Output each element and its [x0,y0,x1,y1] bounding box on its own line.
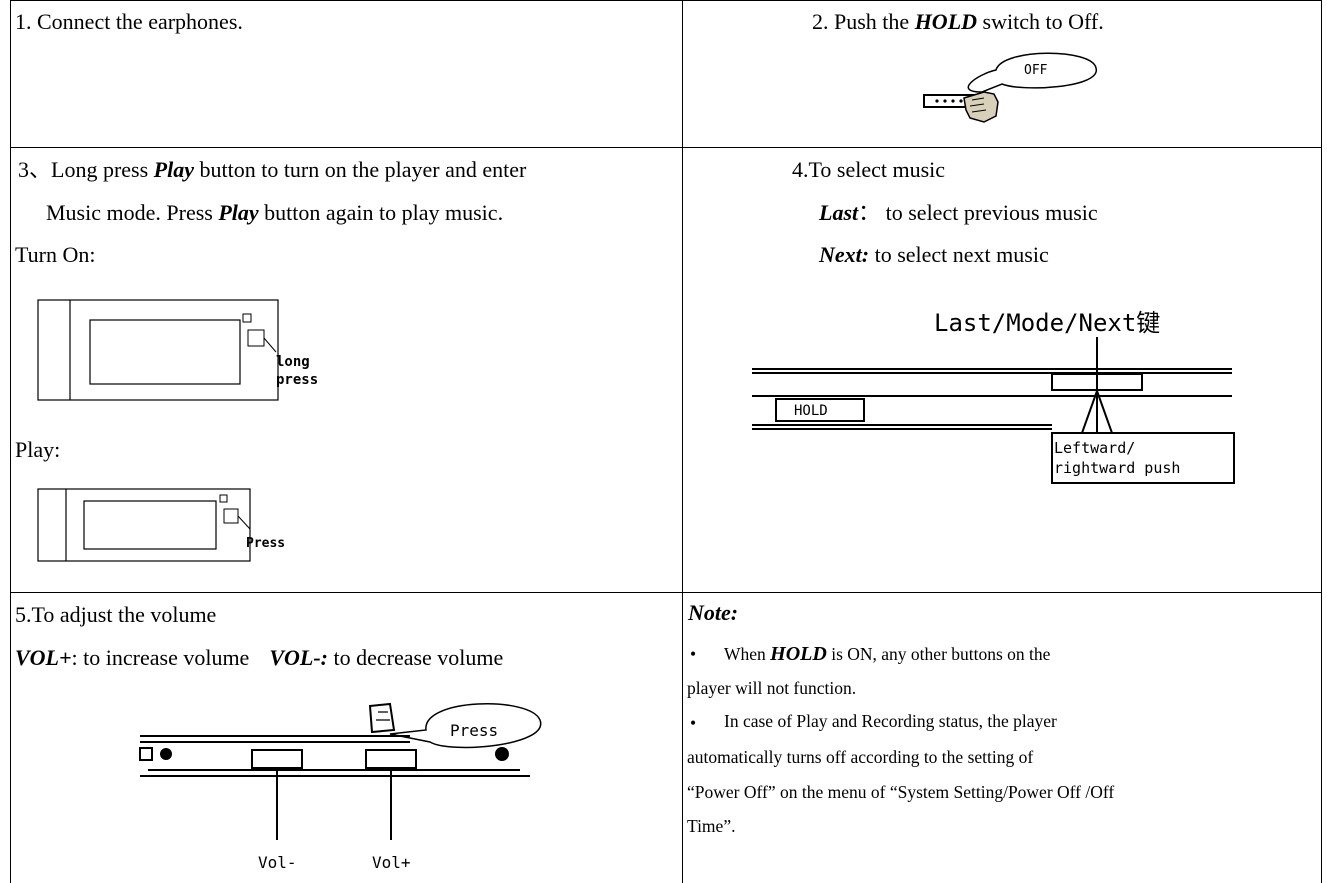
step-3-line-1: 3、Long press Play button to turn on the … [18,159,526,181]
last-desc: ： to select previous music [858,200,1098,225]
push-label-1: Leftward/ [1054,439,1135,457]
table-border-left [10,0,11,883]
last-mode-next-illustration: Last/Mode/Next键 HOLD Leftward/ rightward… [752,309,1235,484]
step-3-line-1-pre: 3、Long press [18,157,154,182]
long-press-label-1: long [276,354,310,370]
last-line: Last： to select previous music [819,202,1098,224]
bullet-1-post: is ON, any other buttons on the [826,644,1051,664]
vol-minus-button-icon [251,749,303,769]
table-row-divider-2 [10,592,1322,593]
cell-hold-switch: 2. Push the HOLD switch to Off. OFF [682,0,1322,147]
screen-icon [83,500,217,550]
table-column-divider [682,0,683,883]
volume-press-label: Press [450,721,498,740]
step-2-pre: 2. Push the [812,9,915,34]
bullet-1-hold: HOLD [770,643,827,665]
cell-note: Note: • When HOLD is ON, any other butto… [682,592,1322,883]
hand-icon [963,91,999,123]
play-label: Play: [15,437,61,462]
bullet-2-line-4: Time”. [687,816,736,836]
screen-icon [89,319,241,385]
table-border-top [10,0,1322,1]
press-label: Press [246,536,285,551]
last-keyword: Last [819,200,859,225]
volume-line: VOL+: to increase volume VOL-: to decreas… [15,647,503,669]
step-3-line-2-pre: Music mode. Press [46,200,219,225]
hold-switch-illustration: OFF [923,52,1097,123]
bullet-1-pre: When [724,644,771,664]
push-label-2: rightward push [1054,459,1180,477]
instruction-table: 1. Connect the earphones. 2. Push the HO… [10,0,1322,883]
volume-buttons-illustration: Press Vol- Vol+ [139,702,542,872]
bullet-2-line-1: In case of Play and Recording status, th… [724,711,1057,731]
vol-minus-desc: to decrease volume [327,645,504,670]
table-row-divider-1 [10,147,1322,148]
step-2-post: switch to Off. [977,9,1104,34]
step-3-line-2: Music mode. Press Play button again to p… [46,202,503,224]
player-play-illustration: Press [37,488,285,562]
long-press-label-2: press [276,372,318,388]
bullet-2-marker: • [690,713,697,733]
cell-connect-earphones: 1. Connect the earphones. [10,0,682,147]
step-2-text: 2. Push the HOLD switch to Off. [812,11,1104,33]
next-line: Next: to select next music [819,244,1049,266]
step-4-title: 4.To select music [792,157,946,182]
bullet-1-line-1: When HOLD is ON, any other buttons on th… [724,644,1050,664]
hand-icon [368,702,396,734]
off-bubble-text: OFF [1024,63,1048,78]
note-title: Note: [688,600,739,625]
hold-switch-icon [775,398,865,422]
vol-minus-label: Vol- [258,853,297,872]
vol-plus-keyword: VOL+ [15,645,72,670]
speech-bubble [967,52,1097,93]
cell-turn-on-play: 3、Long press Play button to turn on the … [10,147,682,592]
push-callout [1051,432,1235,484]
step-1-text: 1. Connect the earphones. [15,9,243,34]
bullet-1-marker: • [690,644,697,664]
step-3-line-1-post: button to turn on the player and enter [193,157,527,182]
bullet-1-line-2: player will not function. [687,678,857,698]
turn-on-label: Turn On: [15,242,96,267]
bullet-2-line-3: “Power Off” on the menu of “System Setti… [687,782,1115,802]
vol-plus-button-icon [365,749,417,769]
play-button-icon [223,508,239,524]
step-3-line-2-post: button again to play music. [258,200,504,225]
hold-keyword: HOLD [914,9,978,34]
next-keyword: Next: [819,242,870,267]
speech-bubble [389,703,542,749]
step-5-title: 5.To adjust the volume [15,602,217,627]
hold-label: HOLD [794,403,828,419]
table-border-right [1321,0,1322,883]
cell-select-music: 4.To select music Last： to select previo… [682,147,1322,592]
play-button-icon [247,329,265,347]
bullet-2-line-2: automatically turns off according to the… [687,747,1034,767]
next-desc: to select next music [869,242,1049,267]
vol-plus-desc: : to increase volume [71,645,250,670]
play-keyword-1: Play [153,157,194,182]
vol-minus-keyword: VOL-: [269,645,328,670]
last-mode-next-key-label: Last/Mode/Next键 [934,309,1160,337]
player-turn-on-illustration: long press [37,299,318,401]
play-keyword-2: Play [218,200,259,225]
vol-plus-label: Vol+ [372,853,411,872]
cell-adjust-volume: 5.To adjust the volume VOL+: to increase… [10,592,682,883]
